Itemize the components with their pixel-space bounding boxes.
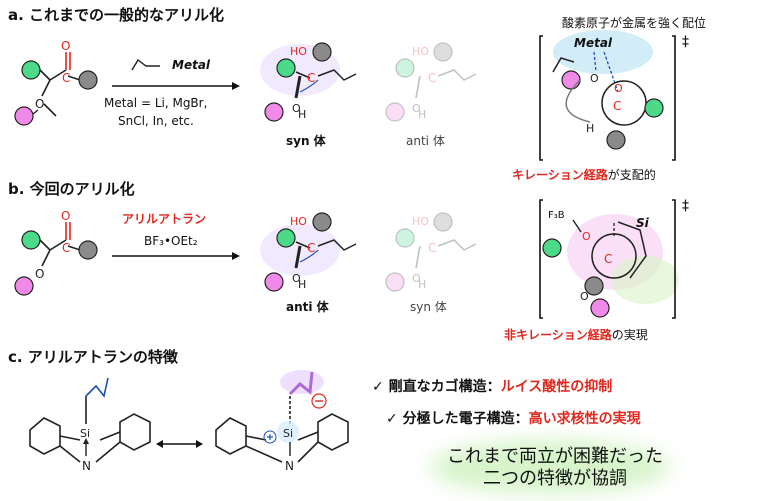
lewis-acid-label: BF₃•OEt₂	[144, 234, 198, 248]
svg-text:O: O	[412, 272, 421, 285]
svg-text:C: C	[428, 71, 436, 85]
svg-text:O: O	[582, 230, 591, 243]
anti-label-a: anti 体	[406, 134, 445, 148]
reagent-label-b: アリルアトラン	[122, 212, 207, 226]
dagger-b: ‡	[682, 198, 689, 214]
svg-text:O: O	[580, 290, 589, 303]
ts-si-label: Si	[636, 216, 649, 230]
syn-label-a: syn 体	[286, 134, 326, 148]
sm-a: C O O	[14, 39, 98, 126]
section-b-title: b. 今回のアリル化	[8, 180, 135, 198]
svg-text:O: O	[590, 72, 599, 85]
si-atom-right: Si	[283, 427, 293, 440]
svg-text:C: C	[62, 241, 70, 255]
si-atom-left: Si	[80, 427, 90, 440]
result-a-rest: が支配的	[607, 168, 656, 182]
summary: これまで両立が困難だった 二つの特徴が協調	[420, 446, 690, 490]
svg-text:H: H	[298, 108, 306, 121]
feature-1-red: ルイス酸性の抑制	[500, 379, 613, 395]
svg-text:H: H	[418, 278, 426, 291]
feature-2: ✓ 分極した電子構造：高い求核性の実現	[386, 408, 641, 428]
svg-text:HO: HO	[412, 45, 429, 58]
feature-2-label: ✓ 分極した電子構造：	[386, 411, 529, 427]
dagger-a: ‡	[682, 34, 689, 50]
svg-text:H: H	[586, 122, 594, 135]
svg-text:H: H	[418, 108, 426, 121]
reagent-label-a: Metal	[172, 58, 211, 72]
svg-text:O: O	[61, 209, 70, 223]
ts-a: O C O H	[539, 30, 676, 161]
n-atom-right: N	[285, 459, 294, 473]
svg-text:C: C	[307, 241, 315, 255]
svg-text:O: O	[35, 97, 44, 111]
summary-glow	[430, 440, 670, 494]
svg-text:HO: HO	[412, 215, 429, 228]
n-atom-left: N	[82, 459, 91, 473]
svg-text:O: O	[412, 102, 421, 115]
ts-f3b-label: F₃B	[548, 210, 565, 221]
product-syn-a: HO C H O	[260, 42, 357, 122]
svg-text:C: C	[62, 71, 70, 85]
anti-label-b: anti 体	[286, 300, 329, 314]
svg-text:C: C	[307, 71, 315, 85]
result-b: 非キレーション経路の実現	[504, 326, 648, 343]
result-b-red: 非キレーション経路	[504, 328, 612, 342]
ts-b: O C O	[539, 199, 679, 319]
atrane-left: Si N	[29, 377, 151, 473]
summary-line-1: これまで両立が困難だった	[447, 446, 663, 467]
svg-text:O: O	[614, 82, 623, 95]
product-anti-b: HO C H O	[260, 212, 357, 292]
section-a-title: a. これまでの一般的なアリル化	[8, 6, 225, 24]
svg-text:O: O	[292, 102, 301, 115]
svg-text:O: O	[61, 39, 70, 53]
svg-text:HO: HO	[290, 215, 307, 228]
feature-1: ✓ 剛直なカゴ構造：ルイス酸性の抑制	[372, 376, 612, 396]
sm-b: C O O	[14, 209, 98, 296]
feature-1-label: ✓ 剛直なカゴ構造：	[372, 379, 501, 395]
result-a: キレーション経路が支配的	[512, 166, 656, 183]
svg-text:H: H	[298, 278, 306, 291]
result-a-red: キレーション経路	[512, 168, 608, 182]
svg-text:HO: HO	[290, 45, 307, 58]
svg-text:C: C	[428, 241, 436, 255]
product-anti-a: HO C H O	[385, 42, 477, 122]
metal-list: SnCl, In, etc.	[118, 114, 194, 128]
syn-label-b: syn 体	[410, 300, 447, 314]
ts-metal-label: Metal	[574, 36, 613, 50]
svg-text:C: C	[604, 252, 612, 266]
atrane-right: Si N	[215, 370, 349, 473]
summary-line-2: 二つの特徴が協調	[483, 468, 627, 489]
ts-caption-a: 酸素原子が金属を強く配位	[562, 16, 707, 30]
section-c-title: c. アリルアトランの特徴	[8, 348, 178, 366]
svg-text:C: C	[613, 99, 621, 113]
product-syn-b: HO C H O	[385, 212, 477, 292]
metal-eq: Metal = Li, MgBr,	[104, 96, 208, 110]
result-b-rest: の実現	[611, 328, 648, 342]
svg-text:O: O	[292, 272, 301, 285]
svg-text:O: O	[35, 267, 44, 281]
feature-2-red: 高い求核性の実現	[528, 411, 641, 427]
